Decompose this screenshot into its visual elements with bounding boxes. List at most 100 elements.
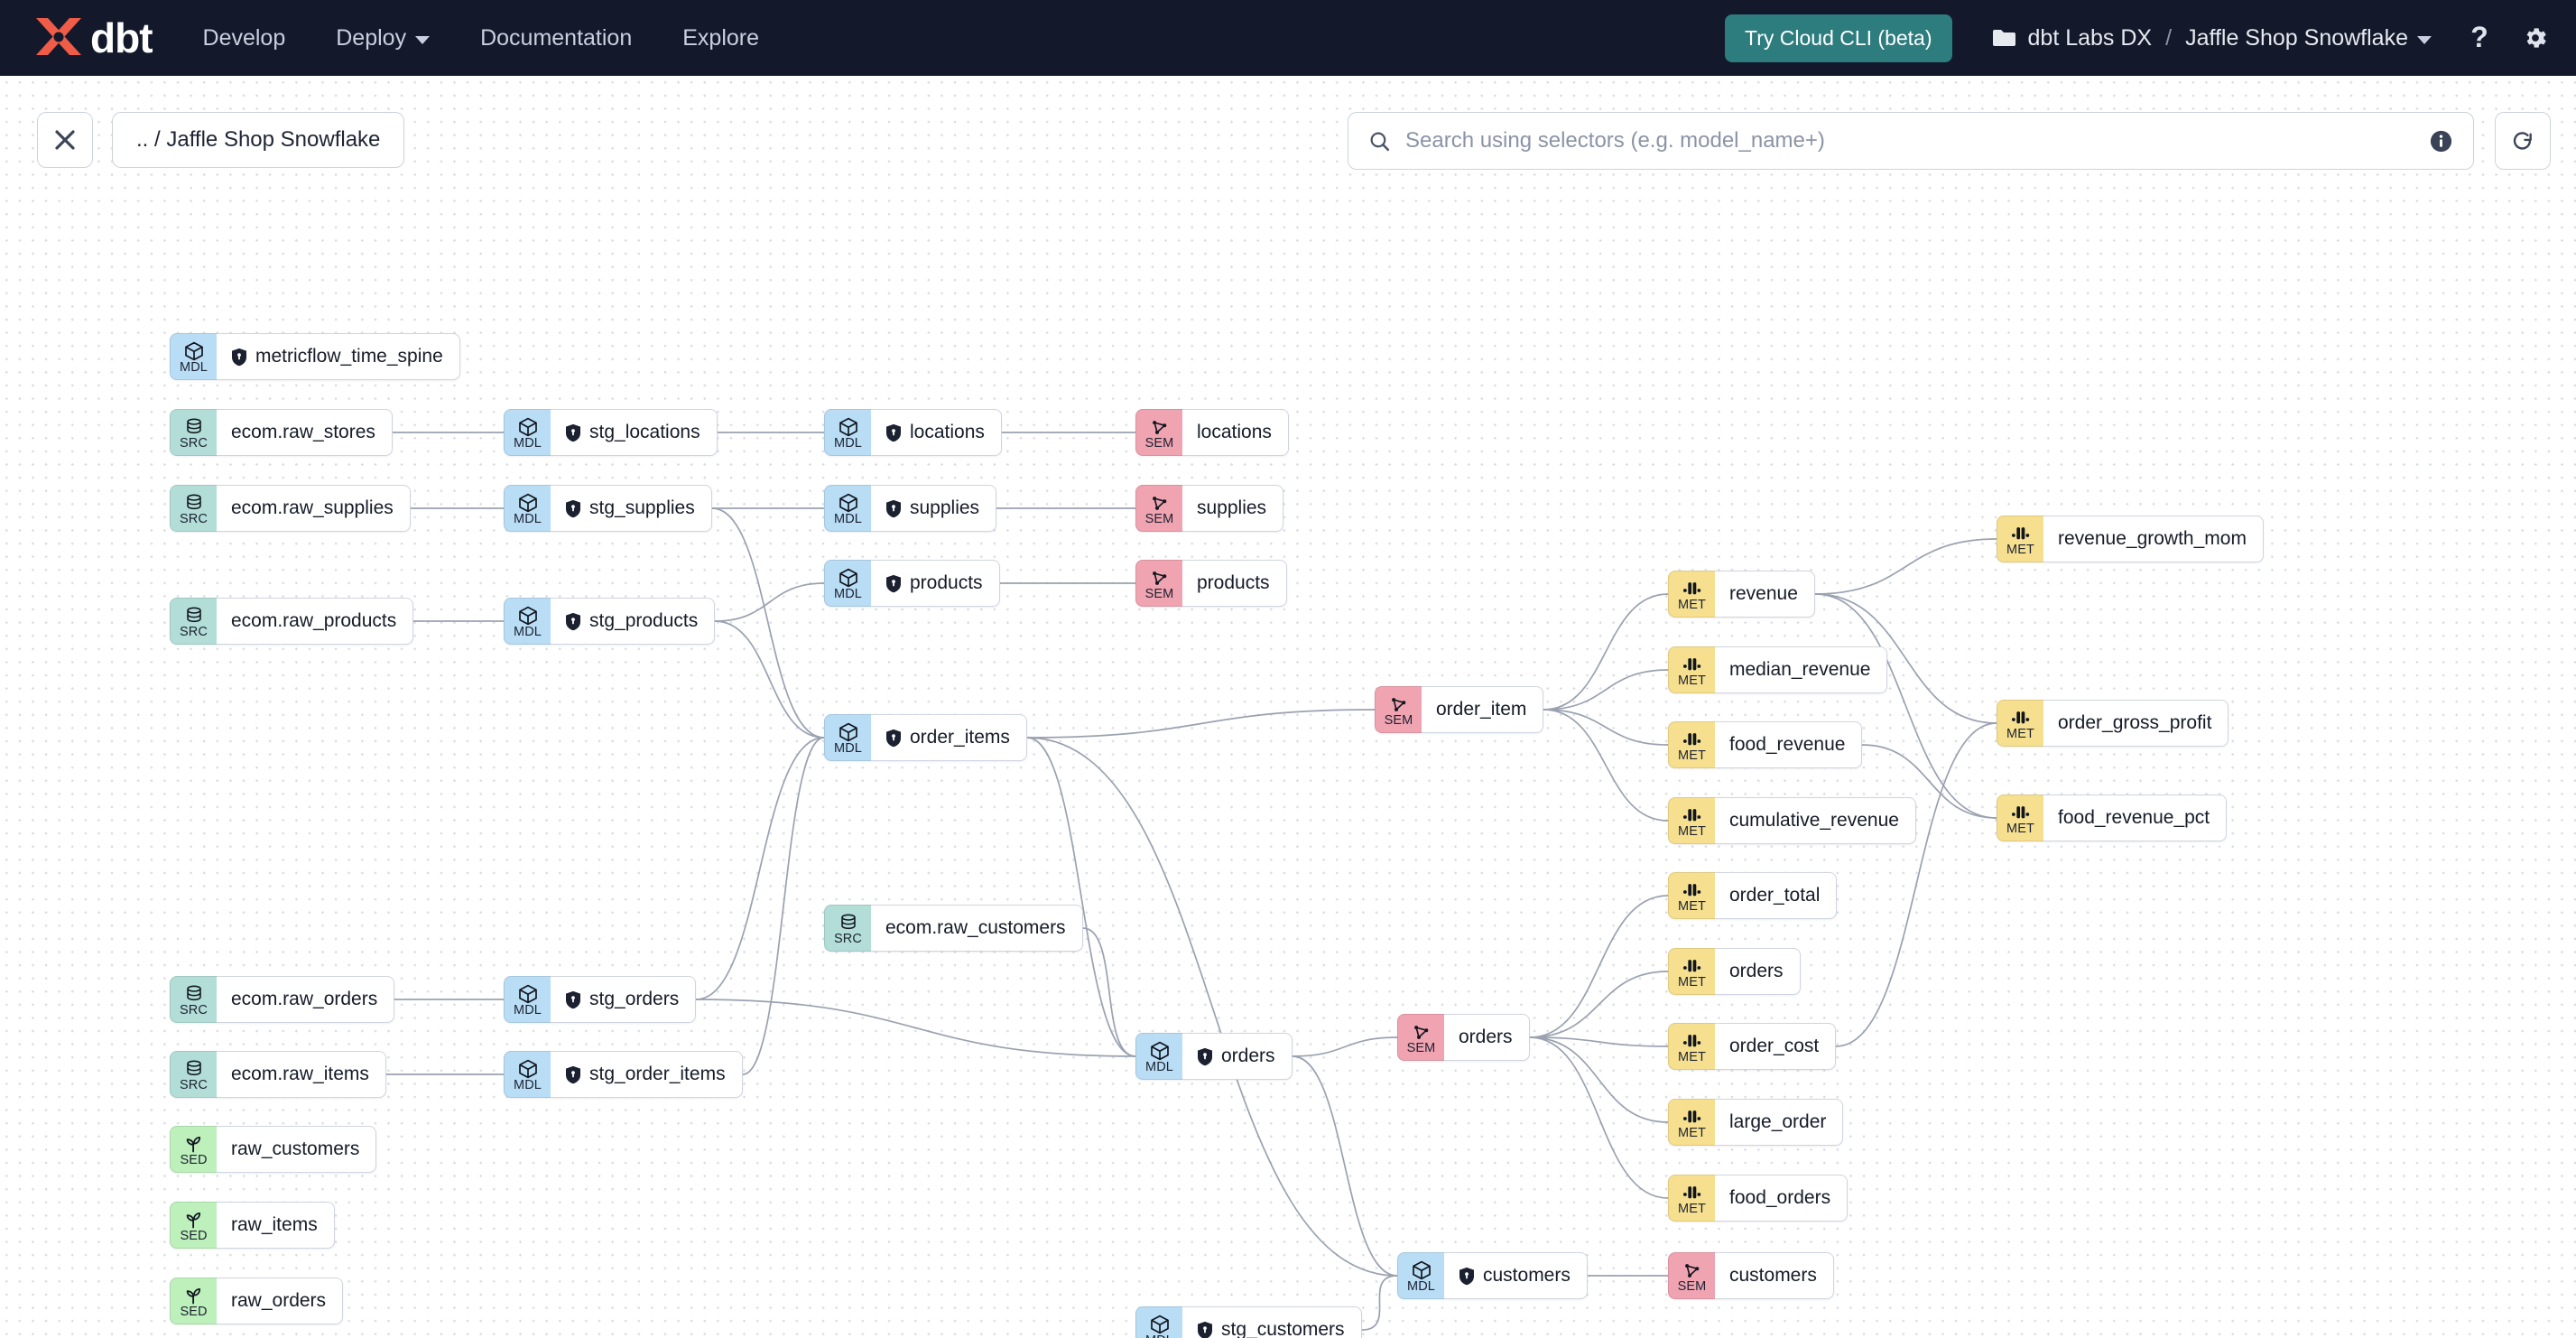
graph-node-met_revenue_growth_mom[interactable]: MET revenue_growth_mom	[1997, 516, 2264, 562]
graph-node-met_median_revenue[interactable]: MET median_revenue	[1668, 646, 1888, 693]
semantic-network-icon	[1149, 493, 1170, 513]
shield-icon	[566, 1065, 580, 1083]
lineage-edges	[386, 432, 1997, 1331]
gear-icon[interactable]	[2522, 24, 2549, 51]
node-body: locations	[1182, 409, 1289, 456]
node-type-badge-mdl: MDL	[504, 485, 551, 532]
lineage-edge	[1529, 1036, 1669, 1123]
node-body: food_orders	[1715, 1175, 1849, 1222]
project-selector[interactable]: Jaffle Shop Snowflake	[2185, 25, 2432, 51]
lineage-edge	[711, 507, 825, 739]
search-input[interactable]	[1405, 128, 2429, 153]
question-mark-icon[interactable]: ?	[2468, 23, 2491, 53]
node-type-badge-sem: SEM	[1135, 485, 1182, 532]
node-label: supplies	[1197, 497, 1267, 518]
node-type-badge-met: MET	[1997, 516, 2043, 562]
info-icon[interactable]	[2429, 129, 2453, 153]
node-label: stg_supplies	[589, 497, 695, 518]
node-label: orders	[1729, 961, 1784, 981]
node-label: raw_customers	[231, 1138, 360, 1159]
try-cloud-cli-button[interactable]: Try Cloud CLI (beta)	[1725, 14, 1952, 62]
node-body: stg_order_items	[551, 1051, 743, 1098]
lineage-edge	[1543, 669, 1669, 711]
graph-node-stg_supplies[interactable]: MDL stg_supplies	[504, 485, 712, 532]
node-body: median_revenue	[1715, 646, 1888, 693]
node-type-label: SRC	[834, 932, 862, 946]
nav-explore[interactable]: Explore	[682, 25, 759, 51]
nav-documentation[interactable]: Documentation	[480, 25, 632, 51]
nav-deploy[interactable]: Deploy	[336, 25, 431, 51]
node-body: ecom.raw_stores	[217, 409, 393, 456]
breadcrumb[interactable]: .. / Jaffle Shop Snowflake	[112, 112, 405, 168]
bar-chart-icon	[1682, 805, 1702, 825]
node-type-label: SEM	[1677, 1279, 1707, 1294]
node-label: large_order	[1729, 1111, 1827, 1132]
node-type-badge-met: MET	[1668, 1023, 1715, 1070]
node-label: median_revenue	[1729, 659, 1871, 680]
bar-chart-icon	[1682, 956, 1702, 976]
node-type-label: SRC	[180, 512, 208, 526]
node-type-badge-sem: SEM	[1375, 686, 1422, 733]
node-type-label: SRC	[180, 1003, 208, 1017]
folder-icon	[1992, 30, 2015, 46]
node-body: supplies	[1182, 485, 1284, 532]
node-type-badge-sem: SEM	[1135, 409, 1182, 456]
node-body: revenue	[1715, 571, 1815, 618]
database-icon	[839, 913, 858, 933]
dbt-logo[interactable]: dbt	[32, 15, 153, 60]
node-type-label: MET	[1678, 674, 1706, 688]
chevron-down-icon	[415, 35, 431, 44]
graph-node-sem_supplies[interactable]: SEM supplies	[1135, 485, 1284, 532]
node-type-badge-src: SRC	[170, 1051, 217, 1098]
search-bar[interactable]	[1348, 112, 2474, 170]
node-type-label: SED	[180, 1305, 208, 1319]
lineage-edge	[1814, 593, 1997, 819]
node-body: ecom.raw_items	[217, 1051, 386, 1098]
account-name[interactable]: dbt Labs DX	[2027, 24, 2153, 51]
node-label: order_items	[910, 727, 1010, 748]
nav-develop[interactable]: Develop	[203, 25, 286, 51]
node-body: cumulative_revenue	[1715, 797, 1916, 844]
refresh-button[interactable]	[2495, 112, 2551, 170]
node-label: revenue_growth_mom	[2058, 528, 2247, 549]
close-button[interactable]	[37, 112, 93, 168]
node-type-label: MDL	[1145, 1334, 1173, 1338]
